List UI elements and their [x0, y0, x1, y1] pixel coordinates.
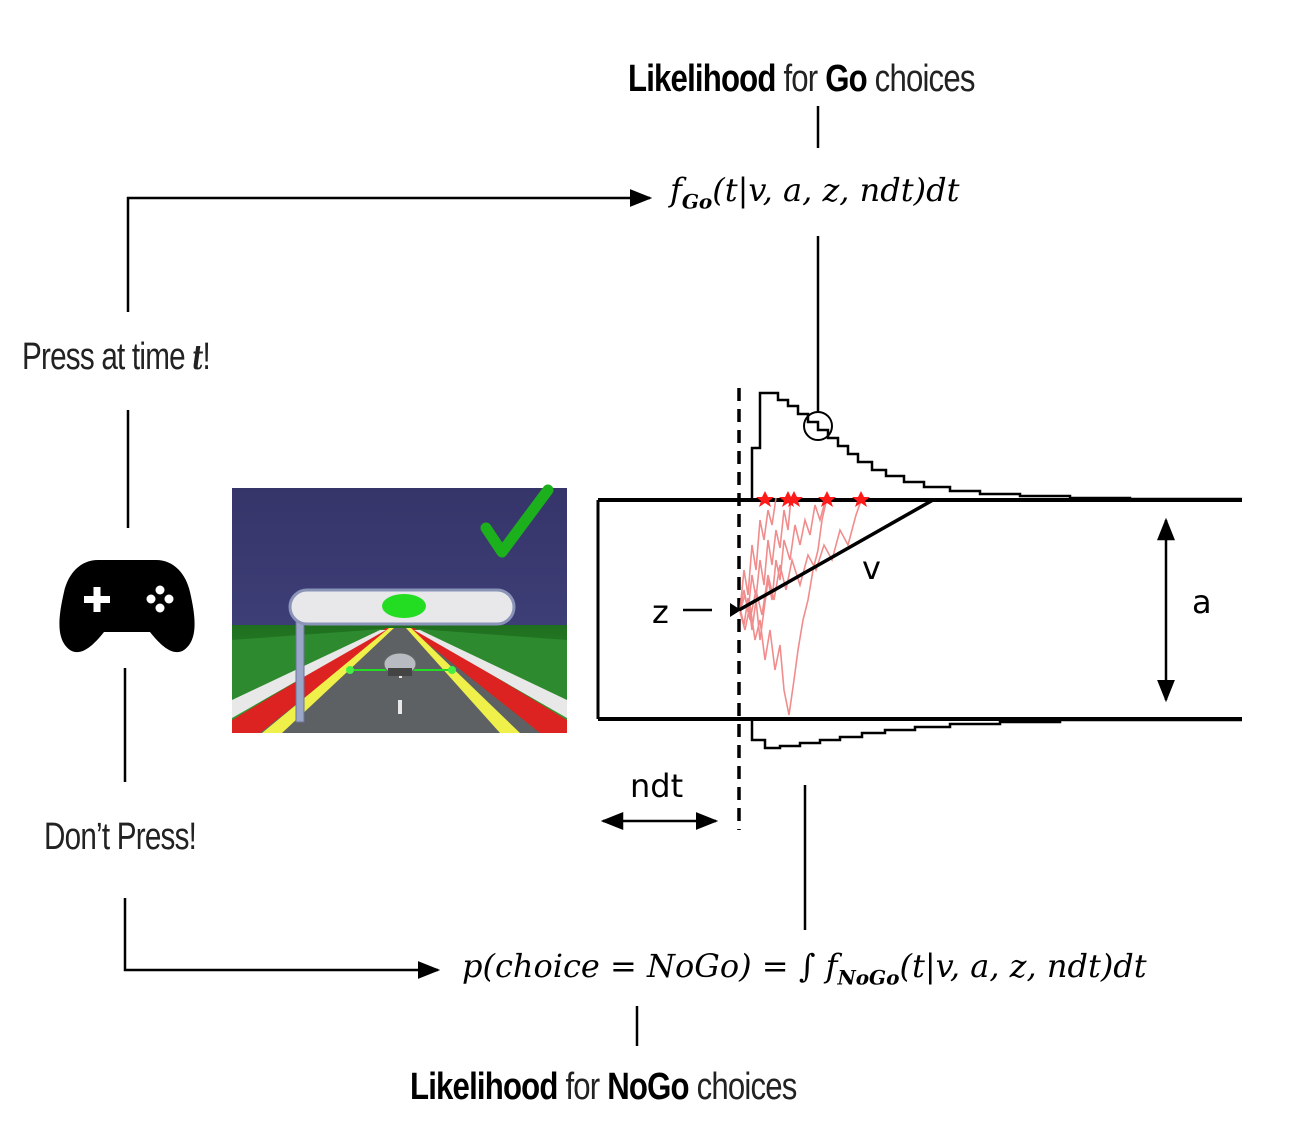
nogo-likelihood-formula: p(choice = NoGo) = ∫ fNoGo(t|v, a, z, nd…	[462, 947, 1147, 990]
dont-press-arrow	[123, 898, 441, 979]
start-point-marker	[730, 603, 741, 617]
drift-rate-label: v	[862, 549, 881, 587]
ndt-label: ndt	[630, 767, 684, 805]
checkmark-icon	[480, 484, 554, 558]
gamepad-icon	[59, 560, 195, 653]
press-label: Press at time t!	[22, 336, 211, 378]
go-rt-histogram	[750, 391, 1242, 501]
likelihood-probe-circle	[803, 411, 833, 441]
nogo-rt-histogram	[750, 718, 1242, 750]
boundary-separation-label: a	[1192, 583, 1212, 621]
dont-press-label: Don’t Press!	[44, 816, 197, 858]
press-arrow	[126, 189, 653, 312]
go-likelihood-heading: Likelihood for Go choices	[628, 58, 975, 100]
nogo-likelihood-heading: Likelihood for NoGo choices	[410, 1066, 797, 1108]
drift-rate-line	[738, 498, 934, 612]
starting-point-label: z	[652, 593, 669, 631]
diffusion-traces	[739, 497, 863, 716]
boundary-hit-markers	[756, 491, 870, 507]
go-likelihood-formula: fGo(t|v, a, z, ndt)dt	[670, 171, 960, 214]
game-scene	[232, 484, 567, 733]
